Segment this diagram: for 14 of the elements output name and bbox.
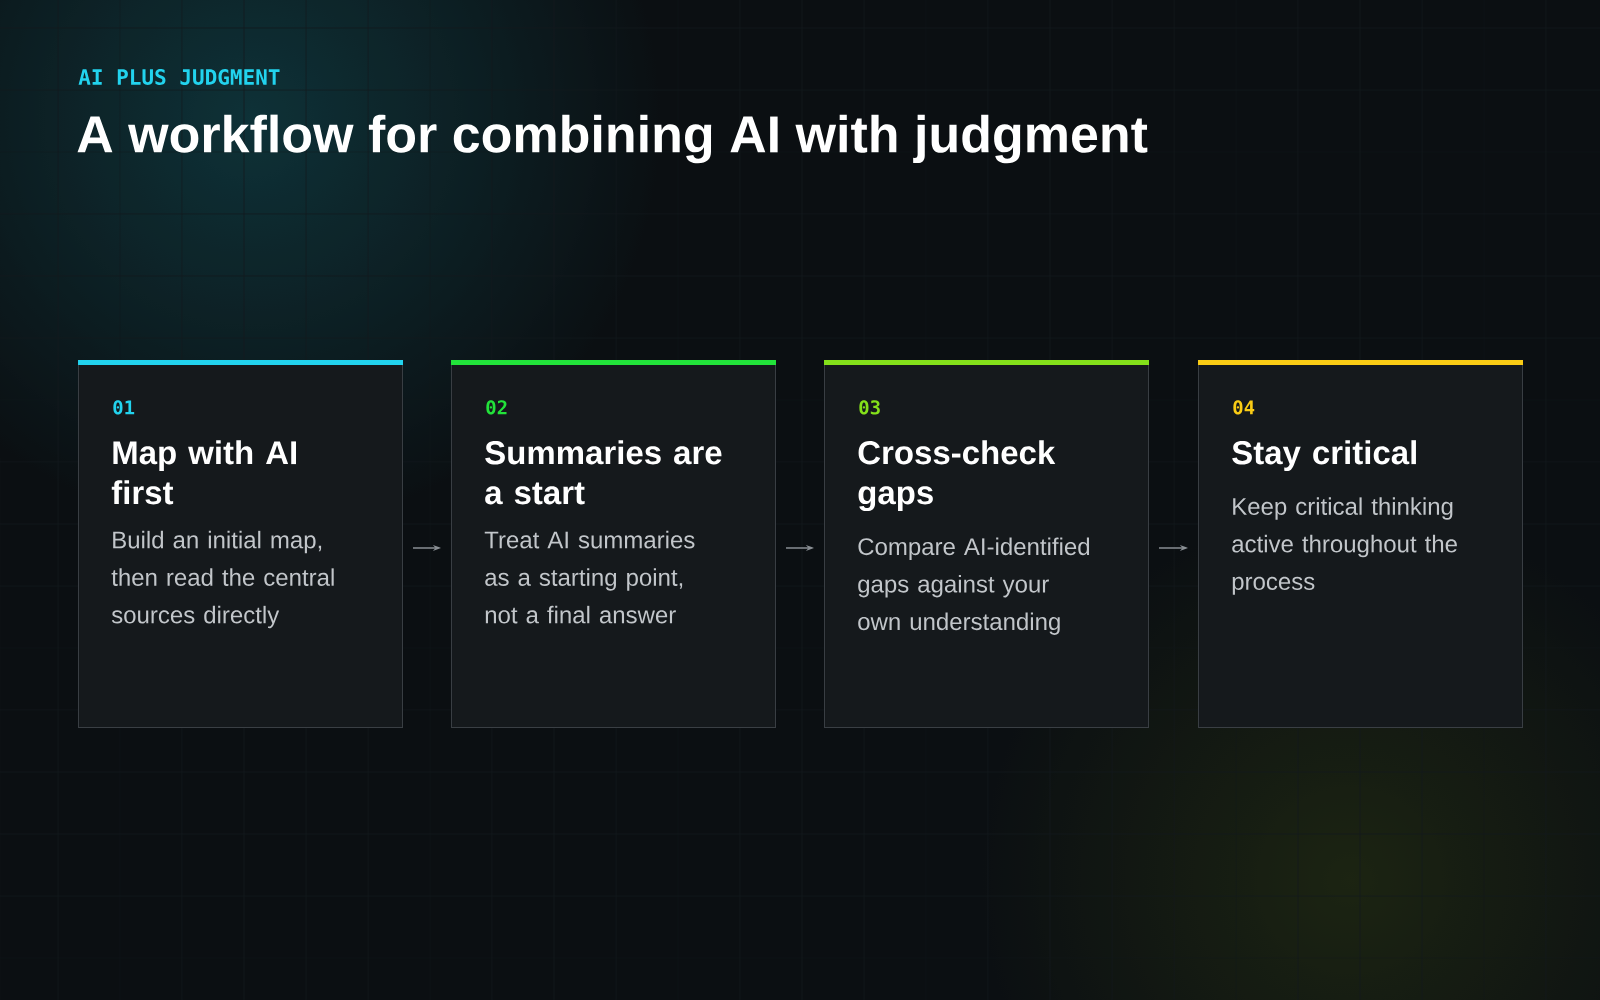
step-description: Keep critical thinking active throughout the process <box>1232 497 1457 595</box>
step-number: 03 <box>859 400 880 415</box>
step-heading: Stay critical <box>1232 440 1416 471</box>
eyebrow-text: AI PLUS JUDGMENT <box>78 69 280 85</box>
step-number: 01 <box>113 400 135 415</box>
step-number: 04 <box>1233 400 1255 415</box>
step-description: Compare AI-identified gaps against your own understanding <box>858 537 1090 635</box>
step-heading: Map with AI first <box>111 440 296 505</box>
step-number: 02 <box>486 400 507 415</box>
step-heading: Summaries are a start <box>485 440 722 505</box>
step-description: Treat AI summaries as a starting point, not a final answer <box>484 530 695 624</box>
step-description: Build an initial map, then read the central sources directly <box>111 530 334 629</box>
title: A workflow for combining AI with judgment <box>77 114 1148 164</box>
step-heading: Cross-check gaps <box>858 440 1056 512</box>
